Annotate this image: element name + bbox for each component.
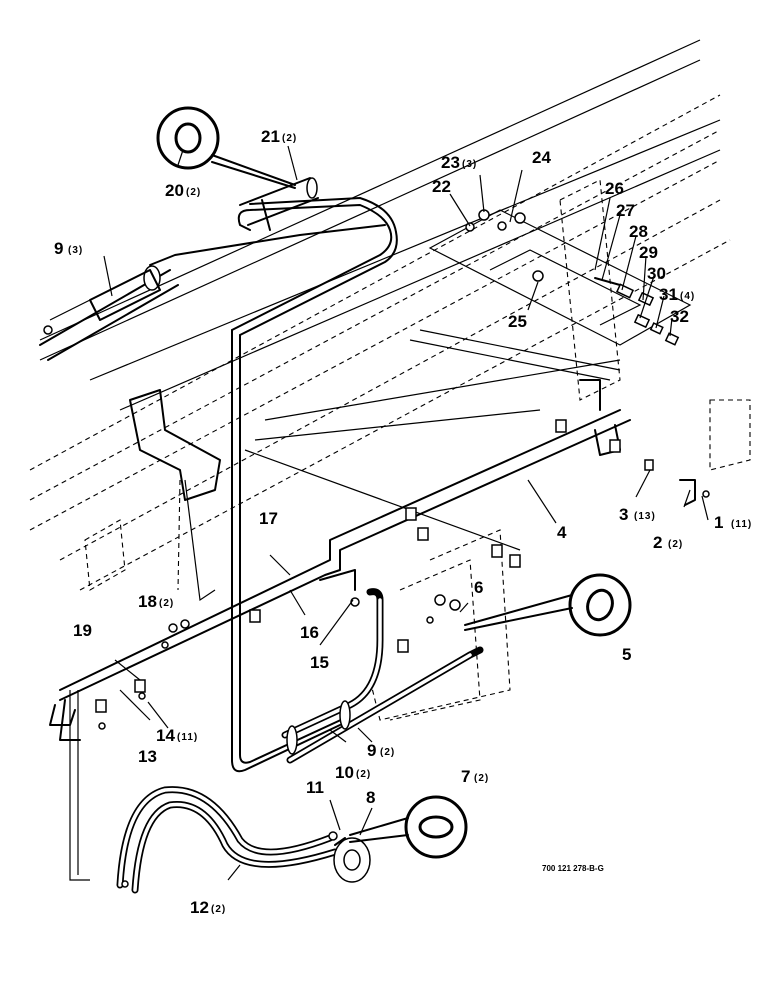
svg-text:30: 30 <box>647 264 666 283</box>
svg-text:8: 8 <box>366 788 375 807</box>
svg-text:(2): (2) <box>186 187 201 198</box>
svg-text:(2): (2) <box>356 769 371 780</box>
clamps-and-fittings <box>95 419 710 888</box>
callout-1: 1 (11) <box>714 513 752 532</box>
svg-text:23: 23 <box>441 153 460 172</box>
callout-32: 32 <box>670 307 689 326</box>
callout-29: 29 <box>639 243 658 262</box>
callout-3: 3 (13) <box>619 505 656 524</box>
svg-text:2: 2 <box>653 533 662 552</box>
svg-text:16: 16 <box>300 623 319 642</box>
callout-4: 4 <box>557 523 567 542</box>
svg-text:25: 25 <box>508 312 527 331</box>
callout-11: 11 <box>306 778 324 797</box>
svg-text:(4): (4) <box>680 291 695 302</box>
callout-6: 6 <box>474 578 483 597</box>
svg-text:(2): (2) <box>211 904 226 915</box>
svg-text:24: 24 <box>532 148 551 167</box>
o-ring-detail-7 <box>349 795 468 859</box>
callout-9-upper: 9 (3) <box>54 239 83 258</box>
svg-text:(2): (2) <box>474 773 489 784</box>
svg-text:17: 17 <box>259 509 278 528</box>
svg-text:18: 18 <box>138 592 157 611</box>
steel-lines-diagonal <box>49 329 631 741</box>
svg-text:(11): (11) <box>731 519 752 530</box>
svg-text:3: 3 <box>619 505 628 524</box>
svg-text:6: 6 <box>474 578 483 597</box>
callout-19: 19 <box>73 621 92 640</box>
callout-13: 13 <box>138 747 157 766</box>
callout-9-lower: 9 (2) <box>367 741 395 760</box>
svg-text:31: 31 <box>659 285 678 304</box>
svg-text:32: 32 <box>670 307 689 326</box>
callout-8: 8 <box>366 788 375 807</box>
callout-2: 2 (2) <box>653 533 683 552</box>
svg-text:21: 21 <box>261 127 280 146</box>
steel-line-vertical <box>149 197 398 773</box>
svg-text:(2): (2) <box>668 539 683 550</box>
callout-24: 24 <box>532 148 551 167</box>
callout-21: 21 (2) <box>261 127 297 146</box>
hose-12-lower <box>69 690 339 894</box>
svg-text:(2): (2) <box>282 133 297 144</box>
hose-assembly-lower <box>281 588 484 764</box>
svg-text:1: 1 <box>714 513 723 532</box>
callout-14: 14 (11) <box>156 726 198 745</box>
upper-hydraulic-cylinder <box>239 177 319 231</box>
svg-text:11: 11 <box>306 778 324 797</box>
svg-text:28: 28 <box>629 222 648 241</box>
callout-30: 30 <box>647 264 666 283</box>
svg-text:5: 5 <box>622 645 631 664</box>
callout-16: 16 <box>300 623 319 642</box>
svg-text:13: 13 <box>138 747 157 766</box>
svg-text:20: 20 <box>165 181 184 200</box>
callout-31: 31 (4) <box>659 285 695 304</box>
svg-text:14: 14 <box>156 726 175 745</box>
callout-12: 12 (2) <box>190 898 226 917</box>
mounting-bracket <box>129 389 221 602</box>
svg-text:19: 19 <box>73 621 92 640</box>
svg-text:22: 22 <box>432 177 451 196</box>
svg-text:10: 10 <box>335 763 354 782</box>
svg-text:7: 7 <box>461 767 470 786</box>
callout-10: 10 (2) <box>335 763 371 782</box>
hydraulic-motor <box>333 837 371 883</box>
callout-28: 28 <box>629 222 648 241</box>
o-ring-detail-20 <box>156 106 296 189</box>
fitting-stack-top-right <box>428 209 692 346</box>
svg-text:29: 29 <box>639 243 658 262</box>
svg-text:(3): (3) <box>68 245 83 256</box>
callout-18: 18 (2) <box>138 592 174 611</box>
callout-25: 25 <box>508 312 527 331</box>
callout-15: 15 <box>310 653 329 672</box>
svg-text:9: 9 <box>54 239 63 258</box>
callout-20: 20 (2) <box>165 181 201 200</box>
svg-text:(13): (13) <box>634 511 656 522</box>
drawing-reference-number: 700 121 278-B-G <box>542 864 604 873</box>
svg-text:(3): (3) <box>462 159 477 170</box>
o-ring-detail-5 <box>464 573 632 637</box>
callout-5: 5 <box>622 645 631 664</box>
svg-text:26: 26 <box>605 179 624 198</box>
svg-text:12: 12 <box>190 898 209 917</box>
svg-text:(11): (11) <box>177 732 198 743</box>
leader-lines <box>103 145 709 881</box>
svg-text:27: 27 <box>616 201 635 220</box>
callout-23: 23 (3) <box>441 153 477 172</box>
callout-7: 7 (2) <box>461 767 489 786</box>
svg-text:(2): (2) <box>380 747 395 758</box>
svg-text:9: 9 <box>367 741 376 760</box>
left-hydraulic-cylinder <box>39 265 179 361</box>
header-frame-phantom <box>29 39 751 721</box>
callout-22: 22 <box>432 177 451 196</box>
callout-26: 26 <box>605 179 624 198</box>
callout-27: 27 <box>616 201 635 220</box>
svg-text:(2): (2) <box>159 598 174 609</box>
svg-text:4: 4 <box>557 523 567 542</box>
callout-17: 17 <box>259 509 278 528</box>
svg-text:15: 15 <box>310 653 329 672</box>
